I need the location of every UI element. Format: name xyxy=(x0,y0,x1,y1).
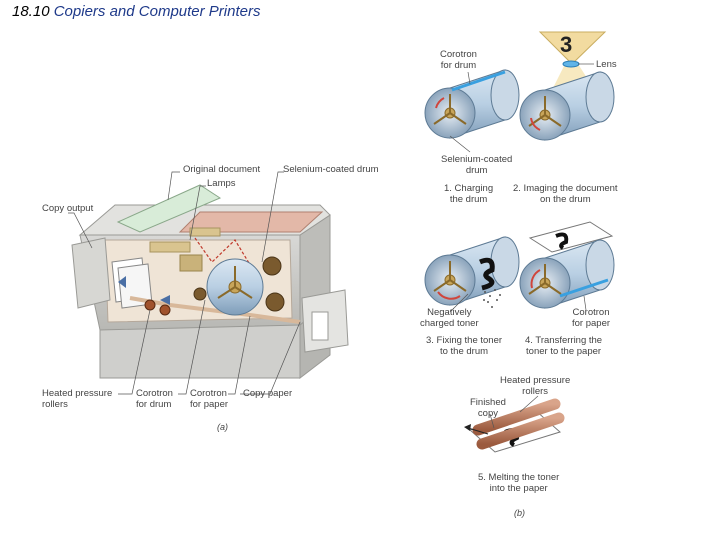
step2-drum: 3 xyxy=(519,31,615,141)
label-original-document: Original document xyxy=(183,164,261,175)
copy-sheet xyxy=(528,221,614,253)
roller xyxy=(265,292,285,312)
step3-drum xyxy=(424,236,520,308)
original-document xyxy=(116,184,222,233)
platen-glass xyxy=(178,211,324,233)
label-copy-paper: Copy paper xyxy=(243,388,293,399)
section-title: Copiers and Computer Printers xyxy=(53,3,261,20)
step5-rollers xyxy=(464,398,565,453)
pressure-roller xyxy=(476,412,565,450)
caption-a: (a) xyxy=(217,422,228,432)
corotron-bar xyxy=(559,278,609,298)
label-lamps: Lamps xyxy=(207,178,236,189)
step4-drum xyxy=(519,221,615,309)
label-selenium-drum: Selenium-coated drum xyxy=(283,164,379,175)
label-lens: Lens xyxy=(596,59,617,70)
copier-machine xyxy=(68,171,349,395)
document-glyph: 3 xyxy=(560,32,572,57)
roller xyxy=(193,287,207,301)
step1-drum xyxy=(424,69,520,139)
page-title: 18.10 Copiers and Computer Printers xyxy=(12,3,260,20)
lens xyxy=(562,60,580,68)
section-number: 18.10 xyxy=(12,3,50,20)
caption-b: (b) xyxy=(514,508,525,518)
pressure-roller xyxy=(472,398,561,436)
toner-particles xyxy=(483,289,501,308)
roller xyxy=(262,256,282,276)
label-copy-output: Copy output xyxy=(42,203,94,214)
selenium-drum xyxy=(206,258,264,316)
copy-output-tray xyxy=(71,237,111,309)
heated-roller xyxy=(159,304,171,316)
corotron-bar xyxy=(451,70,506,92)
heated-roller xyxy=(144,299,156,311)
